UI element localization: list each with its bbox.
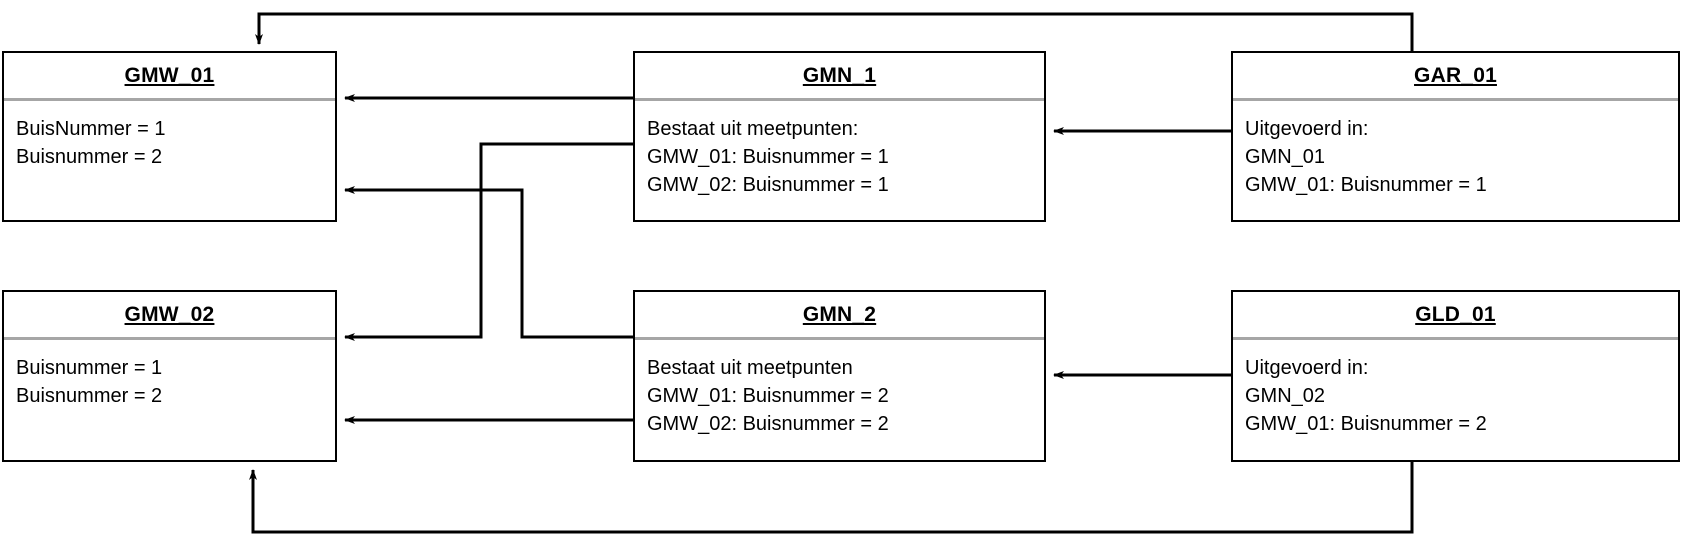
node-gmn-2[interactable]: GMN_2 Bestaat uit meetpunten GMW_01: Bui…	[633, 290, 1046, 462]
node-gmn-2-line-3: GMW_02: Buisnummer = 2	[647, 413, 889, 435]
node-gld-01[interactable]: GLD_01 Uitgevoerd in: GMN_02 GMW_01: Bui…	[1231, 290, 1680, 462]
node-gar-01-line-2: GMN_01	[1245, 146, 1326, 168]
node-gmw-02-body: Buisnummer = 1 Buisnummer = 2	[4, 340, 335, 410]
node-gmw-02-line-1: Buisnummer = 1	[16, 357, 163, 379]
node-gmn-1-line-3: GMW_02: Buisnummer = 1	[647, 174, 889, 196]
node-gar-01-title: GAR_01	[1414, 64, 1497, 87]
node-gld-01-line-3: GMW_01: Buisnummer = 2	[1245, 413, 1487, 435]
node-gmn-2-line-2: GMW_01: Buisnummer = 2	[647, 385, 889, 407]
node-gmw-02-title: GMW_02	[124, 303, 215, 326]
node-gmn-1-line-2: GMW_01: Buisnummer = 1	[647, 146, 889, 168]
node-gar-01-line-3: GMW_01: Buisnummer = 1	[1245, 174, 1487, 196]
edge-gmn2-to-gmw01	[344, 186, 633, 339]
node-gar-01-body: Uitgevoerd in: GMN_01 GMW_01: Buisnummer…	[1233, 101, 1678, 199]
node-gmw-01-line-1: BuisNummer = 1	[16, 118, 166, 140]
node-gmn-2-divider	[635, 337, 1044, 340]
node-gmw-01-divider	[4, 98, 335, 101]
node-gmn-2-title: GMN_2	[802, 303, 877, 326]
node-gld-01-body: Uitgevoerd in: GMN_02 GMW_01: Buisnummer…	[1233, 340, 1678, 438]
node-gmw-01[interactable]: GMW_01 BuisNummer = 1 Buisnummer = 2	[2, 51, 337, 222]
node-gld-01-line-2: GMN_02	[1245, 385, 1326, 407]
node-gmn-1-title: GMN_1	[802, 64, 877, 87]
node-gmw-01-line-2: Buisnummer = 2	[16, 146, 163, 168]
node-gmw-02[interactable]: GMW_02 Buisnummer = 1 Buisnummer = 2	[2, 290, 337, 462]
node-gar-01-divider	[1233, 98, 1678, 101]
node-gld-01-line-1: Uitgevoerd in:	[1245, 357, 1369, 379]
node-gmn-2-body: Bestaat uit meetpunten GMW_01: Buisnumme…	[635, 340, 1044, 438]
node-gar-01[interactable]: GAR_01 Uitgevoerd in: GMN_01 GMW_01: Bui…	[1231, 51, 1680, 222]
edge-gld01-to-gmw02	[249, 462, 1414, 534]
node-gar-01-line-1: Uitgevoerd in:	[1245, 118, 1369, 140]
node-gmn-1-divider	[635, 98, 1044, 101]
node-gmn-1[interactable]: GMN_1 Bestaat uit meetpunten: GMW_01: Bu…	[633, 51, 1046, 222]
node-gmn-1-body: Bestaat uit meetpunten: GMW_01: Buisnumm…	[635, 101, 1044, 199]
edge-gmn1-to-gmw02	[344, 142, 633, 341]
node-gmw-01-title: GMW_01	[124, 64, 215, 87]
node-gmn-2-line-1: Bestaat uit meetpunten	[647, 357, 853, 379]
node-gld-01-title: GLD_01	[1415, 303, 1496, 326]
node-gmw-01-body: BuisNummer = 1 Buisnummer = 2	[4, 101, 335, 171]
node-gmw-02-line-2: Buisnummer = 2	[16, 385, 163, 407]
edge-gar01-to-gmw01	[255, 12, 1414, 51]
node-gmn-1-line-1: Bestaat uit meetpunten:	[647, 118, 859, 140]
node-gld-01-divider	[1233, 337, 1678, 340]
node-gmw-02-divider	[4, 337, 335, 340]
